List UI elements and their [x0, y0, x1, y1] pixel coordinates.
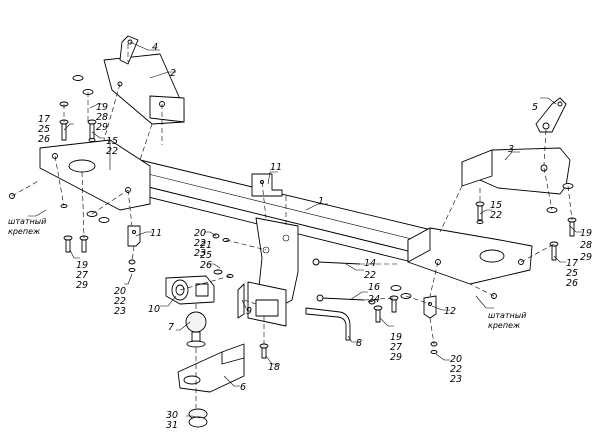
label-19a: 19 — [96, 102, 108, 113]
label-11-left: 11 — [150, 228, 162, 239]
note-right-line1: штатный — [488, 311, 526, 320]
label-12: 12 — [444, 306, 456, 317]
label-30: 30 — [166, 410, 178, 421]
label-10: 10 — [148, 304, 160, 315]
label-9: 9 — [246, 306, 252, 317]
label-29a: 29 — [96, 122, 108, 133]
label-27b: 27 — [390, 342, 402, 353]
label-20c: 20 — [450, 354, 462, 365]
label-19c: 19 — [580, 228, 592, 239]
label-15-right: 15 — [490, 200, 502, 211]
tow-ball-7 — [185, 311, 207, 348]
bolt-16 — [316, 294, 365, 302]
note-right-line2: крепеж — [488, 321, 521, 330]
label-21: 21 — [200, 240, 212, 251]
label-22-14: 22 — [364, 270, 376, 281]
label-20a: 20 — [114, 286, 126, 297]
label-22-15r: 22 — [490, 210, 502, 221]
right-mounting-plate — [407, 227, 533, 285]
bracket-2 — [103, 53, 185, 125]
label-23c: 23 — [450, 374, 462, 385]
label-22a: 22 — [114, 296, 126, 307]
label-29c: 29 — [580, 252, 592, 263]
link-4 — [119, 35, 139, 65]
label-4: 4 — [152, 42, 158, 53]
label-27a: 27 — [76, 270, 88, 281]
label-28a: 28 — [96, 112, 108, 123]
label-22c: 22 — [450, 364, 462, 375]
label-31: 31 — [166, 420, 178, 431]
ball-mount-6 — [177, 343, 245, 393]
label-1: 1 — [318, 196, 324, 207]
label-18: 18 — [268, 362, 280, 373]
label-20b: 20 — [194, 228, 206, 239]
link-5 — [535, 97, 567, 133]
label-25-right: 25 — [566, 268, 578, 279]
nut-30 — [188, 408, 208, 428]
label-26-left: 26 — [38, 134, 50, 145]
label-6: 6 — [240, 382, 246, 393]
bolt-14 — [312, 258, 361, 266]
note-left-line2: крепеж — [8, 227, 41, 236]
label-22b: 22 — [194, 238, 206, 249]
label-24: 24 — [368, 294, 380, 305]
pin-8 — [305, 307, 351, 341]
bracket-3 — [461, 147, 571, 195]
note-left-line1: штатный — [8, 217, 46, 226]
label-25-left: 25 — [38, 124, 50, 135]
label-8: 8 — [356, 338, 362, 349]
label-17-left: 17 — [38, 114, 50, 125]
label-14: 14 — [364, 258, 376, 269]
angle-bracket-11-top — [251, 173, 283, 197]
label-29b: 29 — [76, 280, 88, 291]
note-standard-fasteners-right: штатный крепеж — [488, 311, 526, 330]
part-number-labels: 4 2 5 3 1 11 11 12 9 10 7 6 8 18 14 22 1… — [38, 42, 592, 431]
assembly-centerlines — [11, 44, 573, 408]
label-11-top: 11 — [270, 162, 282, 173]
label-15-left: 15 — [106, 136, 118, 147]
label-29d: 29 — [390, 352, 402, 363]
label-19d: 19 — [390, 332, 402, 343]
angle-bracket-11-left — [127, 225, 141, 247]
left-mounting-plate — [39, 139, 151, 211]
label-23a: 23 — [114, 306, 126, 317]
label-7: 7 — [168, 322, 174, 333]
angle-bracket-12 — [423, 295, 437, 319]
label-16: 16 — [368, 282, 380, 293]
label-19b: 19 — [76, 260, 88, 271]
label-17-right: 17 — [566, 258, 578, 269]
plate-9 — [237, 283, 245, 319]
label-25-bracket: 25 — [200, 250, 212, 261]
label-26-right: 26 — [566, 278, 578, 289]
label-22-15l: 22 — [106, 146, 118, 157]
label-3: 3 — [508, 144, 514, 155]
leader-lines — [28, 41, 582, 419]
label-23b: 23 — [194, 248, 206, 259]
label-28b: 28 — [580, 240, 592, 251]
note-standard-fasteners-left: штатный крепеж — [8, 217, 46, 236]
label-2: 2 — [170, 68, 176, 79]
center-hitch-bracket — [247, 217, 299, 327]
label-26-bracket: 26 — [200, 260, 212, 271]
label-5: 5 — [532, 102, 538, 113]
